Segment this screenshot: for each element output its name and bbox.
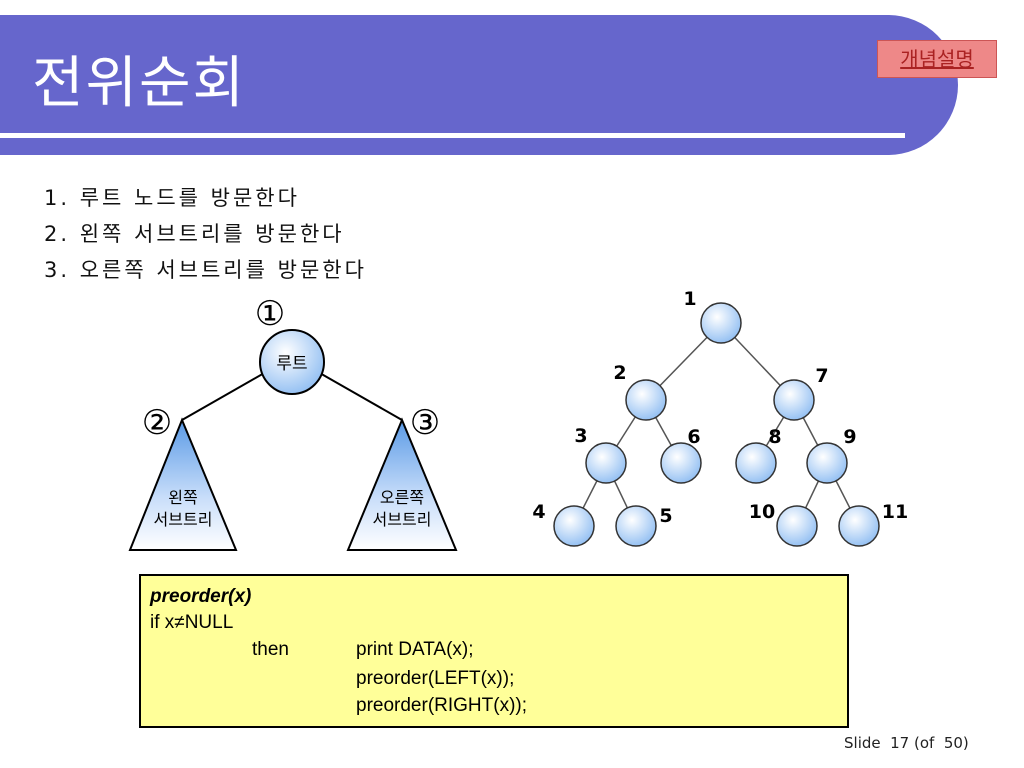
root-left-edge bbox=[181, 371, 267, 421]
slide-number: Slide 17 (of 50) bbox=[844, 734, 969, 752]
tree-edges bbox=[573, 322, 860, 527]
tree-nodes bbox=[553, 302, 880, 547]
title-banner bbox=[0, 15, 958, 155]
tree-node-label: 9 bbox=[843, 426, 856, 448]
tree-node-label: 11 bbox=[882, 501, 908, 523]
code-line-right-call: preorder(RIGHT(x)); bbox=[356, 695, 528, 716]
tree-node-label: 10 bbox=[749, 501, 775, 523]
tree-node-label: 2 bbox=[613, 362, 626, 384]
root-node bbox=[259, 329, 325, 395]
step-marker-2: ② bbox=[142, 403, 172, 443]
right-subtree-label: 오른쪽 bbox=[380, 488, 424, 507]
concept-explanation-link[interactable]: 개념설명 bbox=[877, 40, 997, 78]
tree-node-3 bbox=[585, 442, 627, 484]
right-subtree-label: 서브트리 bbox=[373, 510, 432, 529]
list-item: 2. 왼쪽 서브트리를 방문한다 bbox=[44, 222, 345, 246]
code-line-left-call: preorder(LEFT(x)); bbox=[356, 668, 515, 689]
tree-node-2 bbox=[625, 379, 667, 421]
left-subtree-triangle bbox=[128, 417, 238, 551]
step-marker-3: ③ bbox=[410, 403, 440, 443]
right-subtree-triangle bbox=[346, 417, 458, 551]
left-subtree-label: 왼쪽 bbox=[168, 488, 197, 507]
code-line-then: then bbox=[252, 639, 289, 660]
tree-node-label: 6 bbox=[687, 426, 700, 448]
tree-node-1 bbox=[700, 302, 742, 344]
step-marker-1: ① bbox=[255, 294, 285, 334]
tree-node-label: 4 bbox=[532, 501, 545, 523]
tree-node-label: 5 bbox=[659, 505, 672, 527]
root-label: 루트 bbox=[276, 354, 307, 374]
list-item: 1. 루트 노드를 방문한다 bbox=[44, 186, 300, 210]
code-line-if: if x≠NULL bbox=[150, 612, 234, 633]
tree-node-5 bbox=[615, 505, 657, 547]
title-underline bbox=[0, 133, 905, 138]
root-right-edge bbox=[317, 371, 403, 421]
tree-node-6 bbox=[660, 442, 702, 484]
tree-node-4 bbox=[553, 505, 595, 547]
code-line-function: preorder(x) bbox=[150, 586, 252, 607]
code-line-print: print DATA(x); bbox=[356, 639, 474, 660]
tree-node-8 bbox=[735, 442, 777, 484]
tree-node-label: 1 bbox=[683, 288, 696, 310]
tree-node-label: 7 bbox=[815, 365, 828, 387]
list-item: 3. 오른쪽 서브트리를 방문한다 bbox=[44, 258, 367, 282]
preorder-pseudocode-box: preorder(x) if x≠NULL then print DATA(x)… bbox=[139, 574, 849, 728]
tree-node-10 bbox=[776, 505, 818, 547]
tree-node-label: 3 bbox=[574, 425, 587, 447]
tree-node-7 bbox=[773, 379, 815, 421]
slide-title: 전위순회 bbox=[32, 51, 247, 116]
tree-node-label: 8 bbox=[768, 426, 781, 448]
left-subtree-label: 서브트리 bbox=[154, 510, 213, 529]
tree-labels: 1 2 3 4 5 6 7 8 9 10 11 bbox=[532, 288, 908, 527]
tree-node-11 bbox=[838, 505, 880, 547]
preorder-steps-list: 1. 루트 노드를 방문한다 2. 왼쪽 서브트리를 방문한다 3. 오른쪽 서… bbox=[44, 180, 367, 288]
tree-node-9 bbox=[806, 442, 848, 484]
